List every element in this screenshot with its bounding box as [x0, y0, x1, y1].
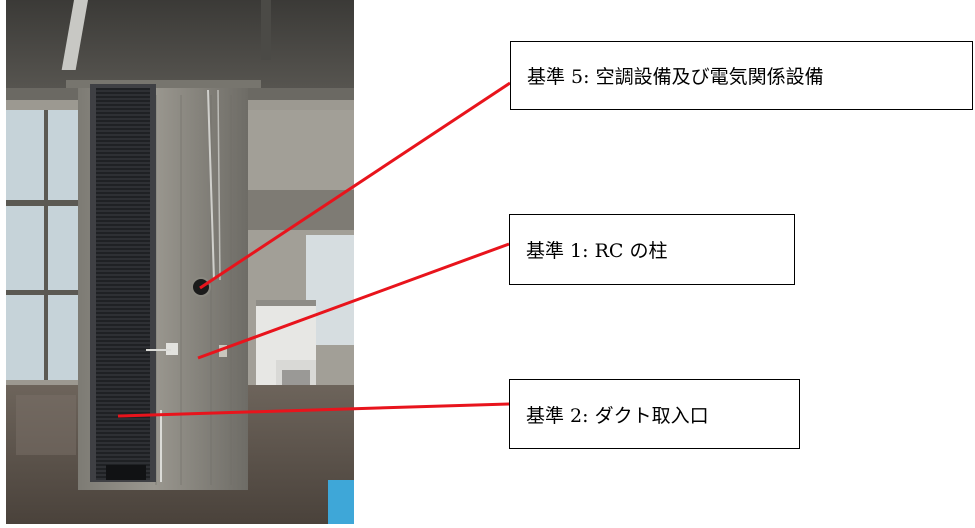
- wall-switch: [166, 343, 178, 355]
- callout-criterion5-label: 基準 5: 空調設備及び電気関係設備: [527, 66, 824, 88]
- duct-shadow: [106, 465, 146, 480]
- column-capital: [66, 80, 261, 88]
- floor-reflection: [16, 395, 76, 455]
- small-plate: [219, 345, 227, 357]
- duct-grille: [96, 88, 150, 480]
- blue-bucket: [328, 480, 354, 524]
- ceiling-pipe: [261, 0, 271, 60]
- left-window-frame: [44, 110, 48, 380]
- callout-criterion1: 基準 1: RC の柱: [509, 214, 795, 285]
- callout-criterion5: 基準 5: 空調設備及び電気関係設備: [510, 41, 973, 110]
- callout-criterion1-label: 基準 1: RC の柱: [526, 240, 668, 262]
- ceiling-light: [61, 0, 88, 70]
- doorway-frame: [256, 300, 316, 306]
- callout-criterion2-label: 基準 2: ダクト取入口: [526, 404, 709, 427]
- column-photo: [6, 0, 354, 524]
- right-beam: [244, 190, 354, 230]
- callout-criterion2: 基準 2: ダクト取入口: [509, 379, 800, 449]
